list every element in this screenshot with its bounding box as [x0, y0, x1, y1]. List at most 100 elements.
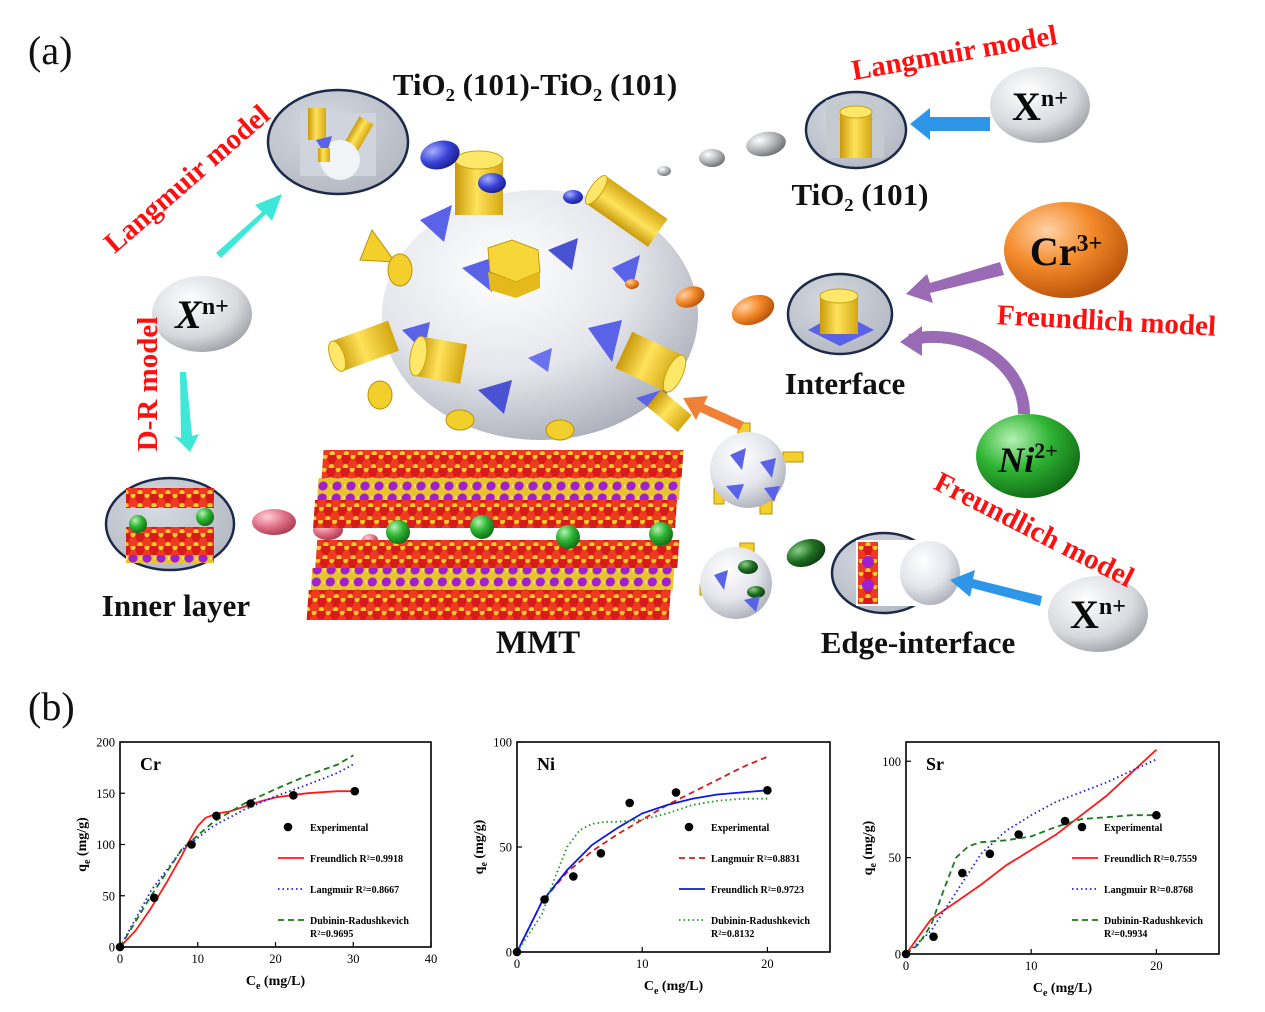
data-point	[625, 798, 634, 808]
x-tick-label: 20	[761, 957, 774, 971]
data-point	[1152, 810, 1161, 820]
interface-label: Interface	[785, 366, 906, 401]
data-point	[985, 849, 995, 859]
panel-b-label: (b)	[28, 684, 75, 729]
legend-label: R²=0.9695	[310, 929, 353, 940]
langmuir-model-left-label: Langmuir model	[98, 99, 276, 260]
x-tick-label: 10	[636, 957, 649, 971]
legend-label: Experimental	[1104, 823, 1163, 834]
chart-element-label: Cr	[140, 754, 161, 774]
chart-element-label: Ni	[537, 754, 555, 774]
legend-label: Langmuir R²=0.8831	[711, 854, 800, 865]
ion-xn-bottom-right: Xn+	[1048, 576, 1148, 652]
data-point	[212, 811, 221, 821]
legend-label: Freundlich R²=0.9918	[310, 854, 403, 865]
dr-model-label: D-R model	[132, 317, 164, 452]
arrow-cr-to-interface-icon	[906, 262, 1004, 303]
x-tick-label: 0	[117, 952, 123, 966]
chart-element-label: Sr	[926, 754, 944, 774]
y-axis-title: qe (mg/g)	[472, 819, 490, 874]
central-nanoparticle	[328, 150, 698, 441]
inset-interface	[786, 272, 894, 356]
ion-xn-label: Xn+	[173, 292, 229, 337]
data-point	[115, 942, 125, 952]
arrow-to-tio2-single-icon	[910, 108, 990, 140]
ion-cr: Cr3+	[1004, 202, 1128, 298]
legend-marker	[1077, 822, 1087, 832]
data-point	[149, 893, 159, 903]
x-axis-title: Ce (mg/L)	[246, 974, 306, 992]
ion-cr-label: Cr3+	[1030, 229, 1102, 274]
y-tick-label: 50	[103, 889, 116, 903]
tio2-pair-label: TiO₂ (101)-TiO₂ (101)	[393, 67, 677, 102]
mmt-layers	[306, 450, 684, 620]
arrow-to-inner-layer-icon	[174, 372, 199, 452]
legend-label: R²=0.9934	[1104, 929, 1147, 940]
x-tick-label: 30	[347, 952, 360, 966]
y-tick-label: 50	[889, 851, 902, 865]
data-point	[1060, 816, 1070, 826]
x-tick-label: 10	[1025, 959, 1038, 973]
arrows	[174, 108, 1042, 606]
mmt-bottom-layer	[306, 540, 680, 620]
x-tick-label: 0	[903, 959, 909, 973]
data-point	[512, 947, 522, 957]
panel-a-label: (a)	[28, 28, 72, 73]
series-line	[119, 754, 354, 948]
interlayer-ion-icon	[386, 520, 410, 544]
x-axis-title: Ce (mg/L)	[644, 979, 704, 997]
series-line	[516, 797, 768, 953]
ion-ni-label: Ni2+	[997, 438, 1058, 480]
data-point	[671, 788, 681, 797]
data-point	[958, 868, 967, 878]
data-point	[187, 840, 196, 849]
series-line	[119, 763, 354, 948]
edge-nanoparticle-top	[710, 422, 804, 515]
y-tick-label: 100	[882, 755, 901, 769]
data-point	[289, 791, 298, 800]
legend-marker	[283, 822, 293, 832]
edge-nanoparticle-bottom	[699, 538, 826, 619]
inset-inner-layer	[104, 476, 236, 572]
legend-label: Experimental	[310, 823, 369, 834]
legend-label: Dubinin-Radushkevich	[1104, 916, 1203, 927]
data-point	[569, 872, 578, 881]
tio2-facet-icon	[420, 205, 452, 242]
ion-ni: Ni2+	[976, 414, 1080, 498]
data-point	[1014, 830, 1023, 839]
inset-tio2-single	[804, 90, 908, 170]
legend-marker	[684, 822, 694, 832]
mmt-top-layer	[313, 450, 684, 528]
data-point	[596, 849, 606, 858]
ion-xn-left: Xn+	[152, 276, 252, 352]
arrow-to-edge-interface-icon	[950, 570, 1042, 606]
inset-tio2-pair	[266, 88, 410, 196]
x-tick-label: 10	[192, 952, 205, 966]
tio2-single-label: TiO₂ (101)	[791, 177, 928, 212]
plot-frame	[905, 741, 1220, 955]
freundlich-model-cr-label: Freundlich model	[996, 299, 1217, 342]
tio2-cylinder-icon	[454, 150, 504, 215]
legend-label: Langmuir R²=0.8667	[310, 885, 399, 896]
y-axis-title: qe (mg/g)	[75, 817, 93, 872]
series-line	[516, 789, 768, 953]
inset-edge-interface	[830, 531, 960, 615]
mmt-label: MMT	[496, 625, 580, 661]
legend-label: Dubinin-Radushkevich	[310, 916, 409, 927]
y-tick-label: 200	[96, 736, 115, 750]
legend-label: Experimental	[711, 823, 770, 834]
x-tick-label: 20	[1150, 959, 1163, 973]
ion-xn-top-right: Xn+	[990, 67, 1090, 143]
y-tick-label: 0	[895, 948, 901, 962]
series-line	[905, 749, 1158, 955]
series-line	[119, 790, 354, 948]
series-line	[905, 814, 1157, 955]
y-tick-label: 0	[109, 941, 115, 955]
legend-label: Dubinin-Radushkevich	[711, 916, 810, 927]
x-tick-label: 20	[269, 952, 282, 966]
x-axis-title: Ce (mg/L)	[1033, 981, 1093, 999]
